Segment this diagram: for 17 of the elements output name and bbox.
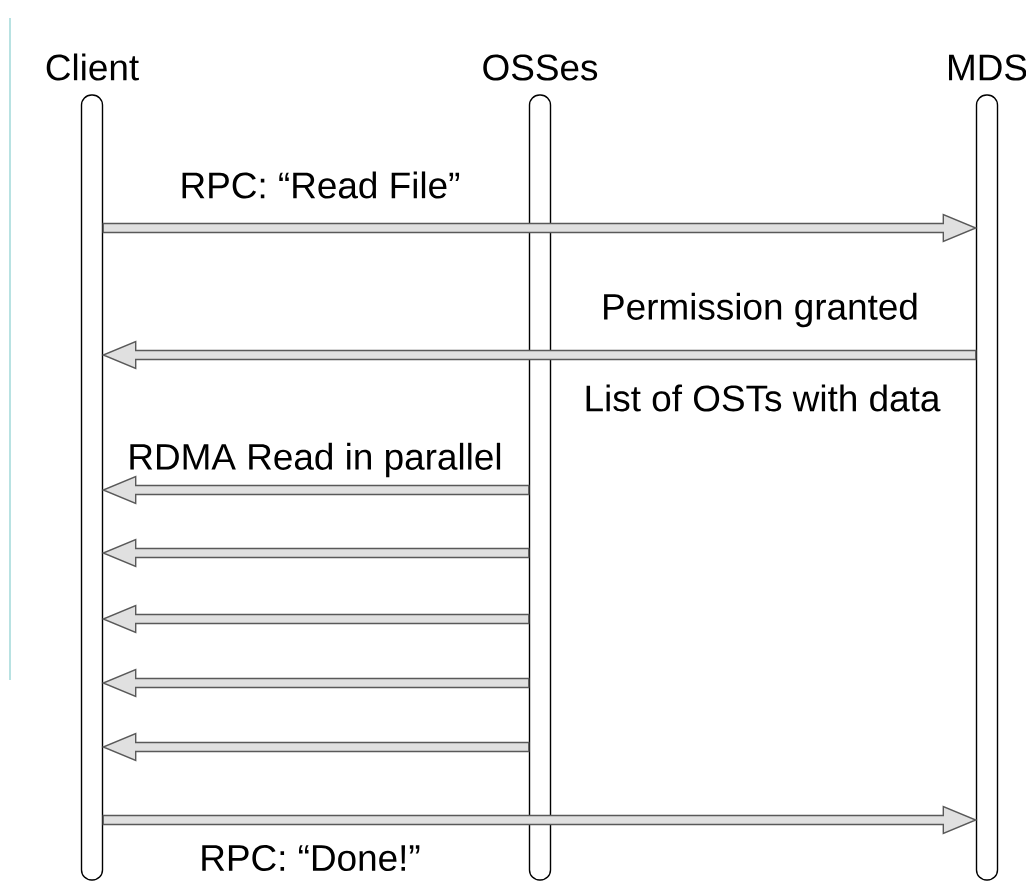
arrow [102, 213, 978, 243]
arrow [102, 805, 978, 835]
lifeline: MDS [949, 54, 1026, 881]
arrow [101, 668, 530, 698]
arrow [101, 732, 530, 762]
node-label: MDS [949, 54, 1026, 81]
node-label: Client [46, 53, 139, 81]
arrow [101, 475, 530, 505]
arrow [101, 604, 530, 634]
message-note: List of OSTs with data [586, 384, 941, 412]
node-label: OSSes [483, 54, 598, 81]
edge-label: RDMA Read in parallel [130, 442, 501, 478]
arrow [101, 538, 530, 568]
edge-label: RPC: “Read File” [182, 171, 460, 199]
edge-label: Permission granted [604, 292, 917, 328]
edge-label: RPC: “Done!” [202, 844, 420, 872]
arrow [101, 340, 977, 370]
